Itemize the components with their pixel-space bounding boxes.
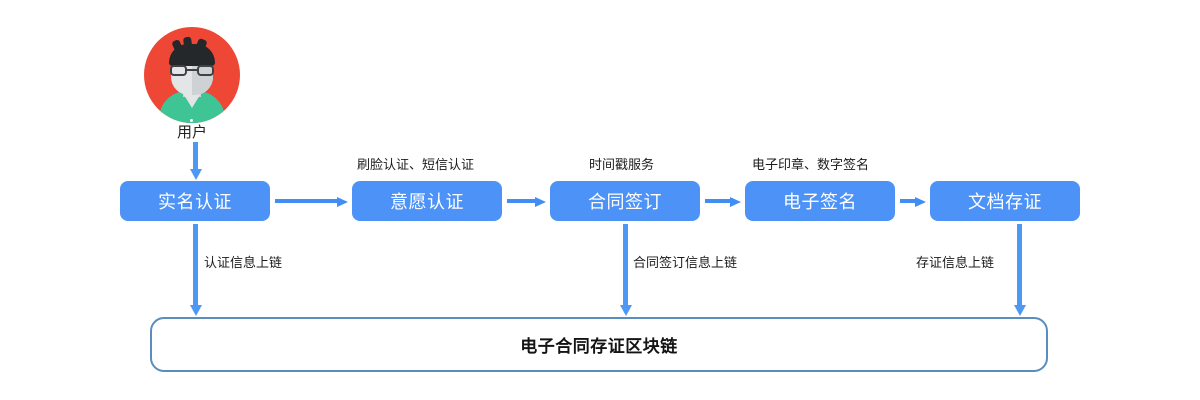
user-avatar-icon [144,27,240,123]
caption-link-deposit: 存证信息上链 [916,256,995,271]
avatar-shirt-button [190,119,193,122]
arrow-sign-to-chain [620,224,632,316]
step-label-intent: 意愿认证 [390,192,464,213]
step-box-deposit[interactable]: 文档存证 [930,181,1080,221]
avatar-lens-left [170,65,187,76]
caption-link-auth: 认证信息上链 [204,256,283,271]
step-label-deposit: 文档存证 [968,192,1042,213]
arrow-realname-to-chain [190,224,202,316]
step-label-sign: 合同签订 [588,192,662,213]
avatar-hair-tuft-b [182,36,194,54]
step-box-sign[interactable]: 合同签订 [550,181,700,221]
caption-intent: 刷脸认证、短信认证 [357,158,475,173]
step-box-realname[interactable]: 实名认证 [120,181,270,221]
avatar-glasses-bridge [187,69,197,71]
step-label-esign: 电子签名 [783,192,857,213]
step-label-realname: 实名认证 [158,192,232,213]
arrow-user-to-realname [190,142,202,180]
blockchain-label: 电子合同存证区块链 [520,337,678,357]
step-box-intent[interactable]: 意愿认证 [352,181,502,221]
avatar-glasses-icon [170,65,214,77]
arrow-deposit-to-chain [1014,224,1026,316]
arrow-sign-to-esign [705,197,741,207]
arrow-esign-to-deposit [900,197,926,207]
step-box-esign[interactable]: 电子签名 [745,181,895,221]
caption-sign: 时间戳服务 [589,158,655,173]
avatar-lens-right [197,65,214,76]
caption-link-sign: 合同签订信息上链 [633,256,738,271]
blockchain-bar[interactable]: 电子合同存证区块链 [150,317,1048,372]
arrow-realname-to-intent [275,197,348,207]
user-label: 用户 [176,123,207,141]
arrow-intent-to-sign [507,197,546,207]
caption-esign: 电子印章、数字签名 [752,158,870,173]
avatar-circle [144,27,240,123]
